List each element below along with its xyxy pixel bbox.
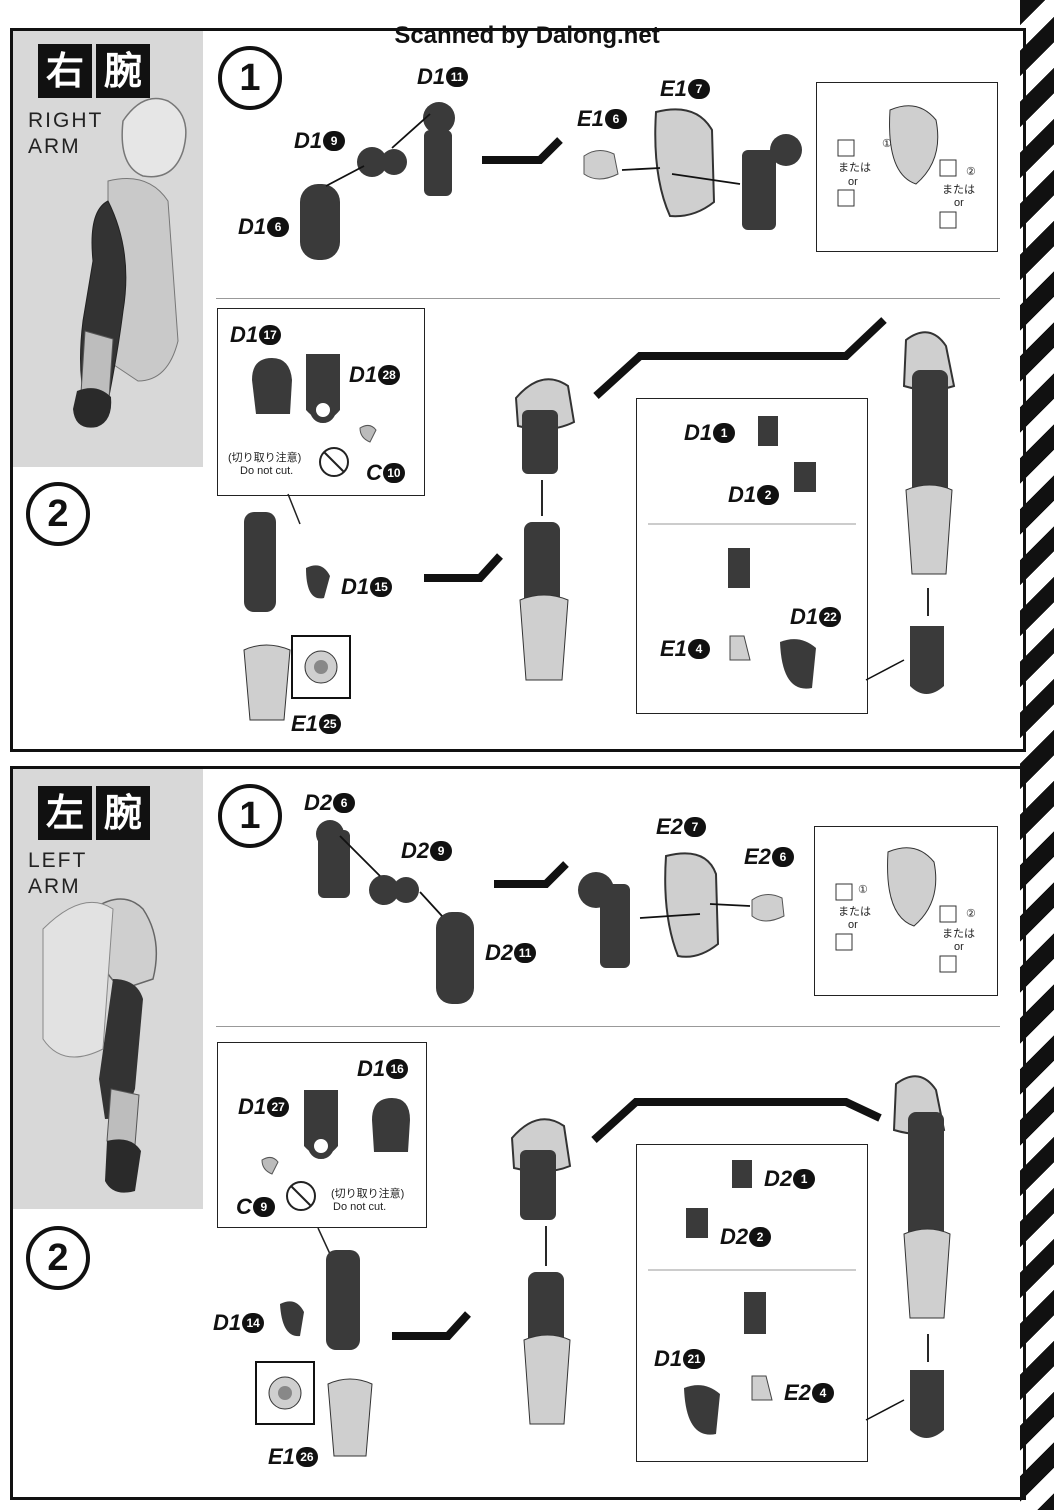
right-arm-label-1: RIGHT (28, 109, 104, 132)
right-arm-label-2: ARM (28, 135, 81, 158)
right-cut-note-en: Do not cut. (240, 465, 294, 477)
scan-watermark: Scanned by Dalong.net (394, 22, 660, 49)
left-kanji-1: 左 (38, 786, 92, 840)
right-note-or-2: or (954, 197, 964, 209)
left-note-or-2: or (954, 941, 964, 953)
left-step1-number: 1 (218, 784, 282, 848)
right-arm-reference-figure (73, 97, 187, 428)
right-hand-subassembly-box (636, 398, 868, 714)
left-note-mataha-2: または (942, 928, 975, 940)
right-note-or-1: or (848, 176, 858, 188)
right-step2-number: 2 (26, 482, 90, 546)
left-arm-reference-figure (42, 898, 158, 1193)
left-cut-note-en: Do not cut. (333, 1201, 387, 1213)
left-note-circled-1: ① (858, 884, 868, 896)
left-arm-label-1: LEFT (28, 849, 88, 872)
right-kanji-2: 腕 (96, 44, 150, 98)
right-cut-note-jp: (切り取り注意) (228, 452, 302, 464)
left-step2-number: 2 (26, 1226, 90, 1290)
right-note-mataha-1: または (838, 162, 871, 174)
left-step-divider (216, 1026, 1000, 1027)
right-note-circled-1: ① (882, 138, 892, 150)
left-arm-reference-panel (13, 769, 203, 1209)
left-kanji-2: 腕 (96, 786, 150, 840)
left-arm-section (10, 766, 1026, 1500)
left-cut-note-jp: (切り取り注意) (331, 1188, 405, 1200)
left-note-or-1: or (848, 919, 858, 931)
right-note-circled-2: ② (966, 166, 976, 178)
left-note-mataha-1: または (838, 906, 871, 918)
left-note-circled-2: ② (966, 908, 976, 920)
right-kanji-1: 右 (38, 44, 92, 98)
right-arm-section (10, 28, 1026, 752)
left-arm-label-2: ARM (28, 875, 81, 898)
right-arm-reference-panel (13, 31, 203, 467)
right-step1-number: 1 (218, 46, 282, 110)
right-note-mataha-2: または (942, 184, 975, 196)
right-step-divider (216, 298, 1000, 299)
